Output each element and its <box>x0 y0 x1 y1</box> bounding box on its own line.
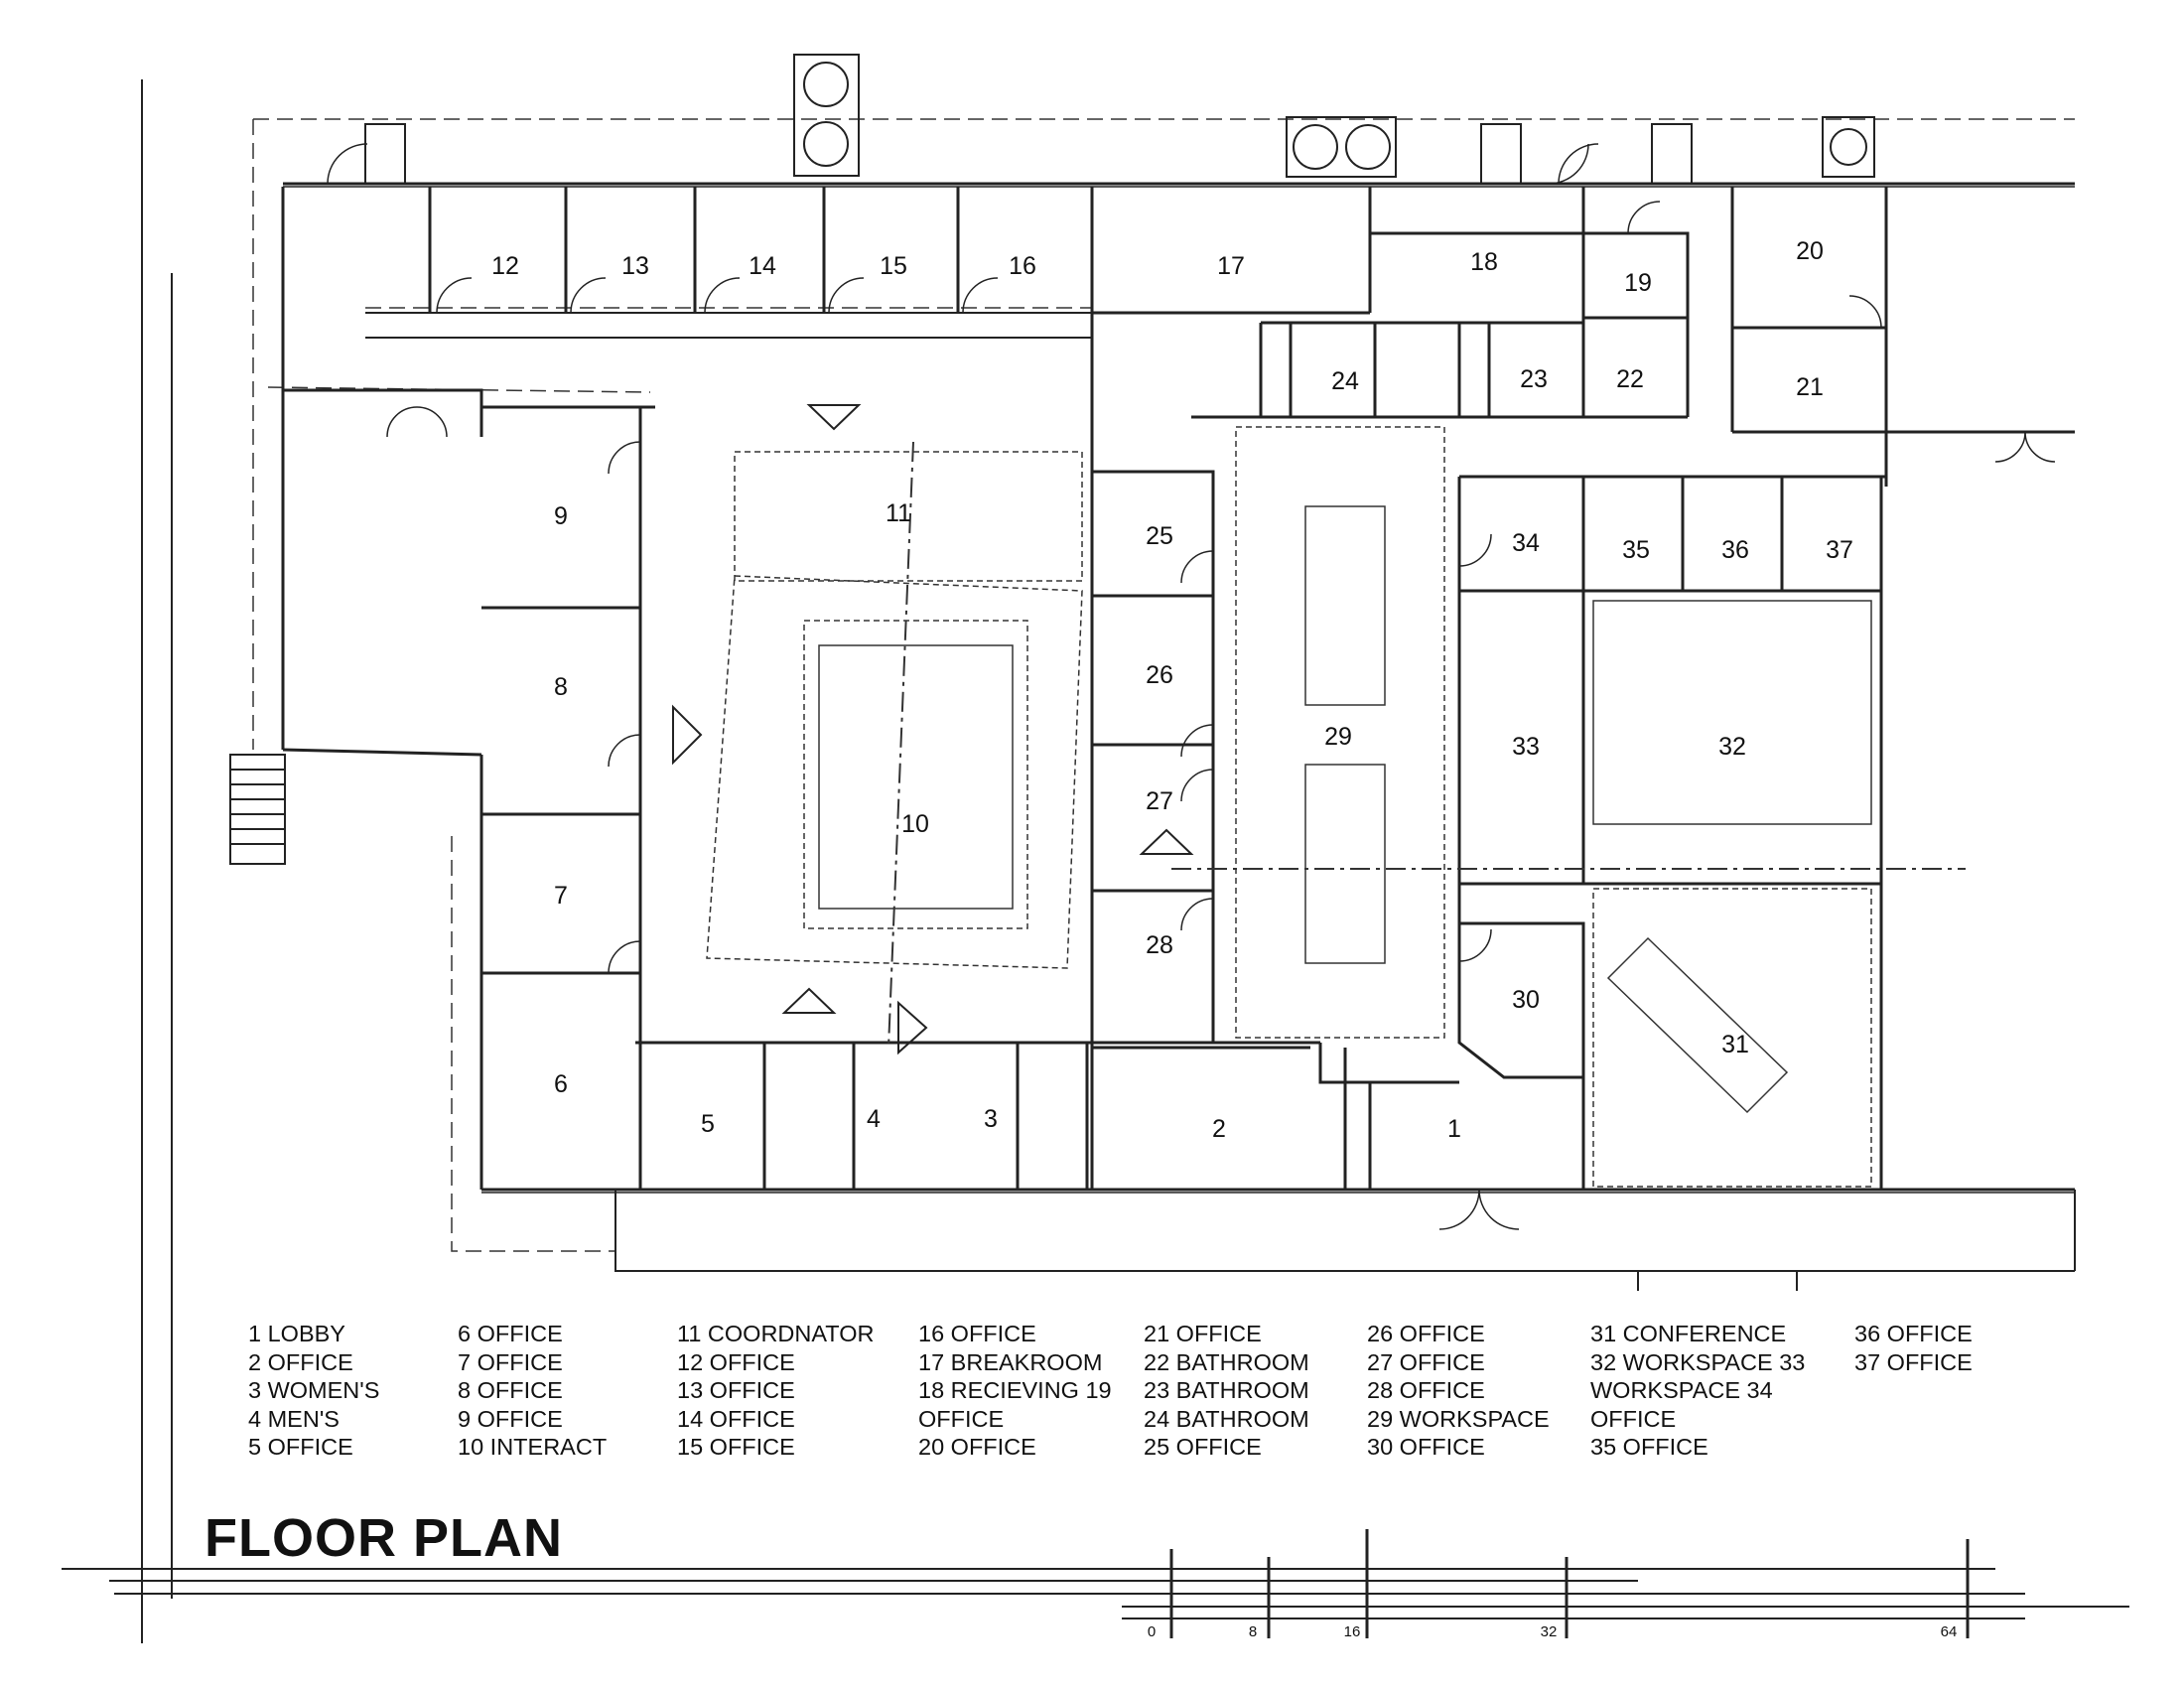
legend-column: 21 OFFICE 22 BATHROOM 23 BATHROOM 24 BAT… <box>1144 1320 1309 1462</box>
room-number: 10 <box>901 810 929 838</box>
legend-column: 6 OFFICE 7 OFFICE 8 OFFICE 9 OFFICE 10 I… <box>458 1320 607 1462</box>
room-number: 11 <box>886 499 911 527</box>
legend-item: 12 OFFICE <box>677 1348 795 1375</box>
legend-column: 31 CONFERENCE 32 WORKSPACE 33 WORKSPACE … <box>1590 1320 1805 1462</box>
legend-item: 9 OFFICE <box>458 1405 563 1432</box>
room-number: 12 <box>491 252 519 280</box>
frame-lines <box>62 79 2129 1643</box>
legend-item: OFFICE <box>1590 1405 1677 1432</box>
legend-column: 36 OFFICE 37 OFFICE <box>1854 1320 1973 1376</box>
legend-item: 7 OFFICE <box>458 1348 563 1375</box>
room-number: 5 <box>701 1110 715 1138</box>
room-number: 29 <box>1324 723 1352 751</box>
room-number: 33 <box>1512 733 1540 761</box>
legend-column: 11 COORDNATOR 12 OFFICE 13 OFFICE 14 OFF… <box>677 1320 874 1462</box>
legend-item: 25 OFFICE <box>1144 1434 1262 1460</box>
room-number: 37 <box>1826 536 1853 564</box>
scale-label: 16 <box>1344 1623 1361 1640</box>
room-number: 28 <box>1146 931 1173 959</box>
exterior-walls <box>281 182 2076 1291</box>
legend-item: 24 BATHROOM <box>1144 1405 1309 1432</box>
legend-item: 15 OFFICE <box>677 1434 795 1460</box>
legend-item: 31 CONFERENCE <box>1590 1321 1787 1346</box>
room-number: 27 <box>1146 787 1173 815</box>
legend-item: 16 OFFICE <box>918 1321 1036 1346</box>
legend-item: 2 OFFICE <box>248 1348 353 1375</box>
room-number: 31 <box>1721 1031 1749 1058</box>
room-number: 8 <box>554 673 568 701</box>
room-labels: 1 2 3 4 5 6 7 8 9 10 11 12 13 14 15 16 1… <box>491 237 1853 1143</box>
room-number: 9 <box>554 502 568 530</box>
legend-item: 11 COORDNATOR <box>677 1321 875 1346</box>
scale-label: 0 <box>1148 1623 1156 1640</box>
legend-column: 1 LOBBY 2 OFFICE 3 WOMEN'S 4 MEN'S 5 OFF… <box>248 1320 379 1462</box>
rooftop-units <box>364 54 1875 185</box>
legend-column: 26 OFFICE 27 OFFICE 28 OFFICE 29 WORKSPA… <box>1367 1320 1550 1462</box>
doors <box>327 143 2056 1230</box>
legend-item: 30 OFFICE <box>1367 1434 1485 1460</box>
legend-item: 14 OFFICE <box>677 1405 795 1432</box>
legend-item: 21 OFFICE <box>1144 1321 1262 1346</box>
room-number: 19 <box>1624 269 1652 297</box>
room-number: 30 <box>1512 986 1540 1014</box>
legend-item: 1 LOBBY <box>248 1321 345 1346</box>
room-number: 21 <box>1796 373 1824 401</box>
room-number: 23 <box>1520 365 1548 393</box>
legend-item: 8 OFFICE <box>458 1377 563 1403</box>
room-number: 35 <box>1622 536 1650 564</box>
legend-item: 37 OFFICE <box>1854 1348 1973 1375</box>
room-number: 4 <box>867 1105 881 1133</box>
legend-item: 26 OFFICE <box>1367 1321 1485 1346</box>
room-number: 34 <box>1512 529 1540 557</box>
legend-column: 16 OFFICE 17 BREAKROOM 18 RECIEVING 19 O… <box>918 1320 1112 1462</box>
room-number: 22 <box>1616 365 1644 393</box>
room-number: 18 <box>1470 248 1498 276</box>
legend-item: WORKSPACE 34 <box>1590 1377 1773 1403</box>
legend-item: OFFICE <box>918 1405 1005 1432</box>
room-number: 16 <box>1009 252 1036 280</box>
room-number: 1 <box>1447 1115 1461 1143</box>
legend-item: 23 BATHROOM <box>1144 1377 1309 1403</box>
room-number: 25 <box>1146 522 1173 550</box>
room-number: 32 <box>1718 733 1746 761</box>
legend-item: 3 WOMEN'S <box>248 1377 380 1403</box>
legend-item: 20 OFFICE <box>918 1434 1036 1460</box>
legend-item: 29 WORKSPACE <box>1367 1405 1550 1432</box>
scale-label: 8 <box>1249 1623 1257 1640</box>
scale-label: 32 <box>1541 1623 1558 1640</box>
legend-item: 27 OFFICE <box>1367 1348 1485 1375</box>
legend-item: 10 INTERACT <box>458 1434 608 1460</box>
interior-walls <box>365 187 2075 1190</box>
room-number: 6 <box>554 1070 568 1098</box>
legend-item: 18 RECIEVING 19 <box>918 1377 1112 1403</box>
legend-item: 35 OFFICE <box>1590 1434 1708 1460</box>
room-number: 36 <box>1721 536 1749 564</box>
exterior-stair <box>229 754 286 865</box>
room-number: 20 <box>1796 237 1824 265</box>
legend-item: 22 BATHROOM <box>1144 1348 1309 1375</box>
room-number: 15 <box>880 252 907 280</box>
room-number: 14 <box>749 252 776 280</box>
legend-item: 28 OFFICE <box>1367 1377 1485 1403</box>
page-title: FLOOR PLAN <box>205 1508 563 1568</box>
room-number: 7 <box>554 882 568 910</box>
room-number: 17 <box>1217 252 1245 280</box>
legend-item: 36 OFFICE <box>1854 1321 1973 1346</box>
room-number: 24 <box>1331 367 1359 395</box>
room-number: 26 <box>1146 661 1173 689</box>
legend-item: 32 WORKSPACE 33 <box>1590 1348 1806 1375</box>
scale-label: 64 <box>1941 1623 1958 1640</box>
legend-item: 17 BREAKROOM <box>918 1348 1103 1375</box>
room-number: 3 <box>984 1105 998 1133</box>
legend-item: 13 OFFICE <box>677 1377 795 1403</box>
room-number: 2 <box>1212 1115 1226 1143</box>
scale-bar: 0 8 16 32 64 <box>1148 1529 1970 1640</box>
legend-item: 4 MEN'S <box>248 1405 340 1432</box>
furniture <box>706 426 1966 1188</box>
legend-item: 6 OFFICE <box>458 1321 563 1346</box>
section-markers <box>672 404 1194 1055</box>
room-number: 13 <box>621 252 649 280</box>
legend-item: 5 OFFICE <box>248 1434 353 1460</box>
